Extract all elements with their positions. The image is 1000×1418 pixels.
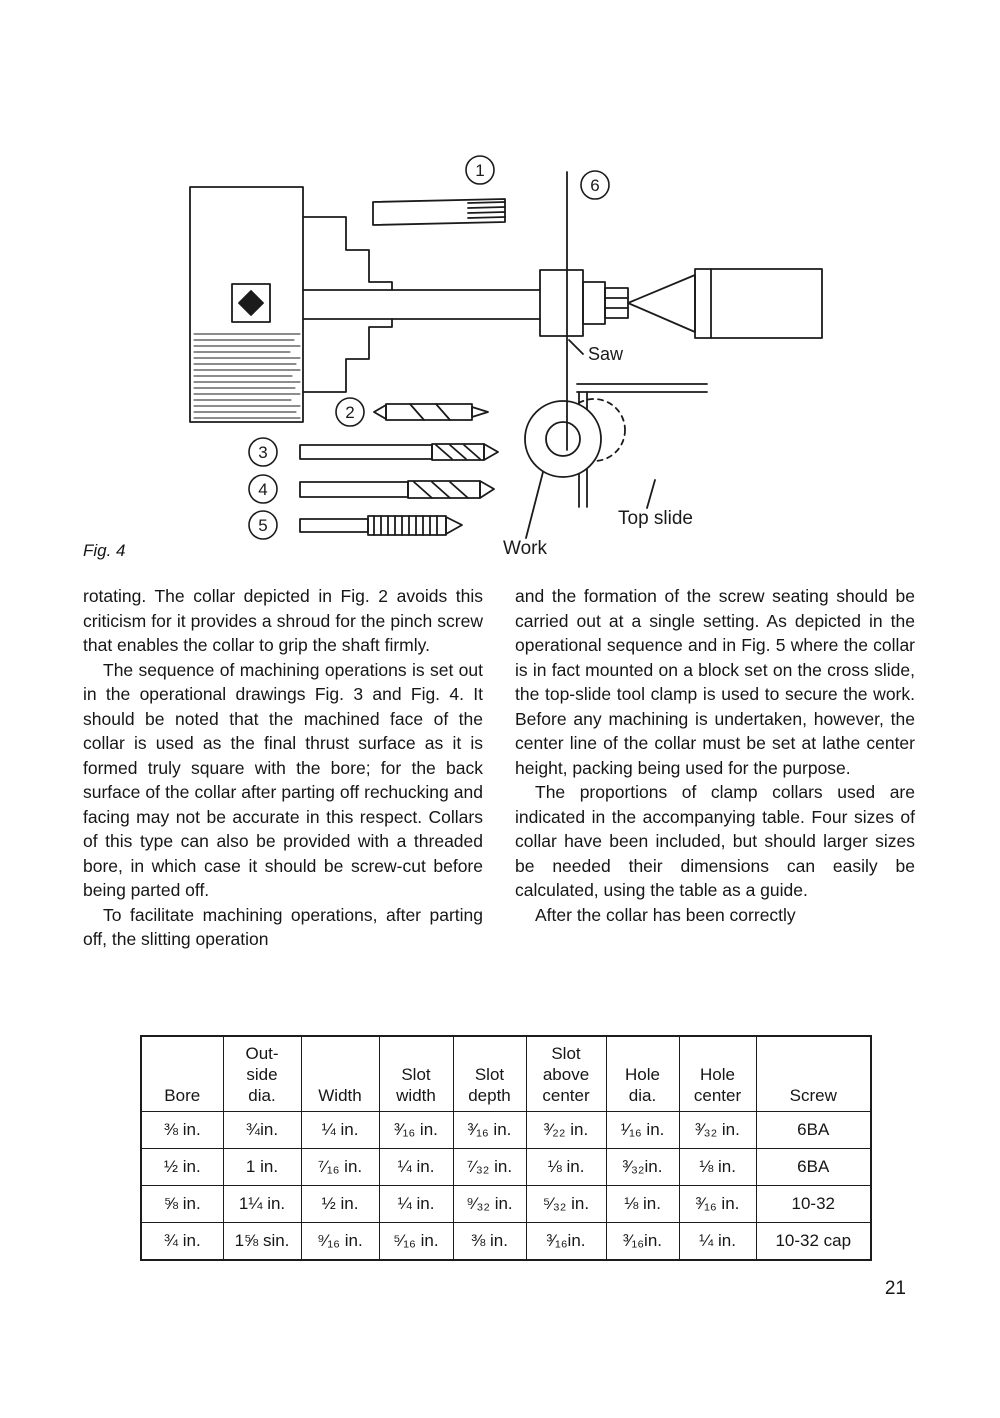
paragraph: To facilitate machining operations, afte… xyxy=(83,904,483,950)
table-section: Bore Out- side dia. Width Slot width Slo… xyxy=(140,1035,872,1261)
callout-6-number: 6 xyxy=(590,176,599,195)
tap xyxy=(299,515,463,536)
callout-5-number: 5 xyxy=(258,516,267,535)
table-cell: ³⁄₁₆in. xyxy=(525,1222,607,1261)
column-header-outside-dia: Out- side dia. xyxy=(222,1035,302,1112)
table-cell: ⅛ in. xyxy=(678,1148,757,1186)
table-cell: ¾ in. xyxy=(140,1222,224,1261)
paragraph: and the formation of the screw seating s… xyxy=(515,586,915,778)
table-cell: ¼ in. xyxy=(678,1222,757,1261)
table-cell: ¹⁄₁₆ in. xyxy=(605,1111,680,1149)
dashed-blank-circle xyxy=(562,398,626,462)
table-cell: 6BA xyxy=(755,1111,872,1149)
table-cell: ³⁄₃₂in. xyxy=(605,1148,680,1186)
table-cell: ⁵⁄₃₂ in. xyxy=(525,1185,607,1223)
table-cell: ⁷⁄₃₂ in. xyxy=(452,1148,527,1186)
body-text: rotating. The collar depicted in Fig. 2 … xyxy=(83,584,915,952)
table-cell: ³⁄₁₆ in. xyxy=(678,1185,757,1223)
table-cell: ⅛ in. xyxy=(605,1185,680,1223)
table-cell: 10-32 xyxy=(755,1185,872,1223)
paragraph: The sequence of machining operations is … xyxy=(83,659,483,901)
table-cell: ¼ in. xyxy=(378,1185,454,1223)
callout-2-number: 2 xyxy=(345,403,354,422)
table-cell: ¾in. xyxy=(222,1111,302,1149)
column-header-slot-width: Slot width xyxy=(378,1035,454,1112)
table-cell: 6BA xyxy=(755,1148,872,1186)
top-slide-label: Top slide xyxy=(618,508,693,529)
table-cell: ¼ in. xyxy=(378,1148,454,1186)
header-row: Bore Out- side dia. Width Slot width Slo… xyxy=(140,1035,872,1112)
callout-3-number: 3 xyxy=(258,443,267,462)
table-cell: ⅜ in. xyxy=(140,1111,224,1149)
table-cell: ³⁄₁₆ in. xyxy=(378,1111,454,1149)
table-cell: ¼ in. xyxy=(300,1111,380,1149)
paragraph: rotating. The collar depicted in Fig. 2 … xyxy=(83,586,483,655)
callout-1-number: 1 xyxy=(475,161,484,180)
work-label: Work xyxy=(503,538,547,559)
column-header-slot-above-center: Slot above center xyxy=(525,1035,607,1112)
table-cell: ½ in. xyxy=(300,1185,380,1223)
page-number: 21 xyxy=(884,1278,906,1299)
work-collar xyxy=(524,400,602,539)
table-cell: ⅝ in. xyxy=(140,1185,224,1223)
column-header-screw: Screw xyxy=(755,1035,872,1112)
table-cell: 1¼ in. xyxy=(222,1185,302,1223)
saw-label: Saw xyxy=(588,344,624,364)
table-cell: ⅜ in. xyxy=(452,1222,527,1261)
center-drill xyxy=(373,403,489,421)
column-header-hole-dia: Hole dia. xyxy=(605,1035,680,1112)
right-column: and the formation of the screw seating s… xyxy=(515,584,915,952)
saw-leader xyxy=(568,339,584,355)
work-shaft xyxy=(302,289,541,320)
twist-drill-large xyxy=(299,480,495,499)
table-cell: 1⅝ sin. xyxy=(222,1222,302,1261)
table-cell: 10-32 cap xyxy=(755,1222,872,1261)
table-cell: ⁵⁄₁₆ in. xyxy=(378,1222,454,1261)
table-cell: ⁷⁄₁₆ in. xyxy=(300,1148,380,1186)
table-cell: ³⁄₁₆in. xyxy=(605,1222,680,1261)
paragraph: After the collar has been correctly xyxy=(535,904,796,925)
column-header-slot-depth: Slot depth xyxy=(452,1035,527,1112)
table-row: ¾ in. 1⅝ sin. ⁹⁄₁₆ in. ⁵⁄₁₆ in. ⅜ in. ³⁄… xyxy=(140,1222,872,1261)
column-header-width: Width xyxy=(300,1035,380,1112)
table-cell: ³⁄₃₂ in. xyxy=(678,1111,757,1149)
column-header-bore: Bore xyxy=(140,1035,224,1112)
table-cell: ⅛ in. xyxy=(525,1148,607,1186)
left-column: rotating. The collar depicted in Fig. 2 … xyxy=(83,584,483,952)
lathe-chuck xyxy=(189,186,393,423)
table-row: ⅝ in. 1¼ in. ½ in. ¼ in. ⁹⁄₃₂ in. ⁵⁄₃₂ i… xyxy=(140,1185,872,1223)
table-row: ½ in. 1 in. ⁷⁄₁₆ in. ¼ in. ⁷⁄₃₂ in. ⅛ in… xyxy=(140,1148,872,1186)
table-row: ⅜ in. ¾in. ¼ in. ³⁄₁₆ in. ³⁄₁₆ in. ³⁄₂₂ … xyxy=(140,1111,872,1149)
parting-tool xyxy=(372,198,506,226)
callout-circles xyxy=(248,155,610,540)
paragraph: The proportions of clamp collars used ar… xyxy=(515,782,915,900)
figure-caption: Fig. 4 xyxy=(83,541,126,560)
table-cell: ³⁄₂₂ in. xyxy=(525,1111,607,1149)
column-header-hole-center: Hole center xyxy=(678,1035,757,1112)
table-cell: ⁹⁄₁₆ in. xyxy=(300,1222,380,1261)
table-cell: ⁹⁄₃₂ in. xyxy=(452,1185,527,1223)
figure-lathe-setup: 1 6 2 3 4 5 Saw Work Top slide xyxy=(189,155,823,559)
table-cell: ³⁄₁₆ in. xyxy=(452,1111,527,1149)
twist-drill-small xyxy=(299,443,499,461)
table-cell: ½ in. xyxy=(140,1148,224,1186)
callout-4-number: 4 xyxy=(258,480,267,499)
collar-dimensions-table: Bore Out- side dia. Width Slot width Slo… xyxy=(140,1035,872,1261)
table-cell: 1 in. xyxy=(222,1148,302,1186)
tailstock-center xyxy=(627,268,823,339)
collar-blank xyxy=(539,269,629,337)
